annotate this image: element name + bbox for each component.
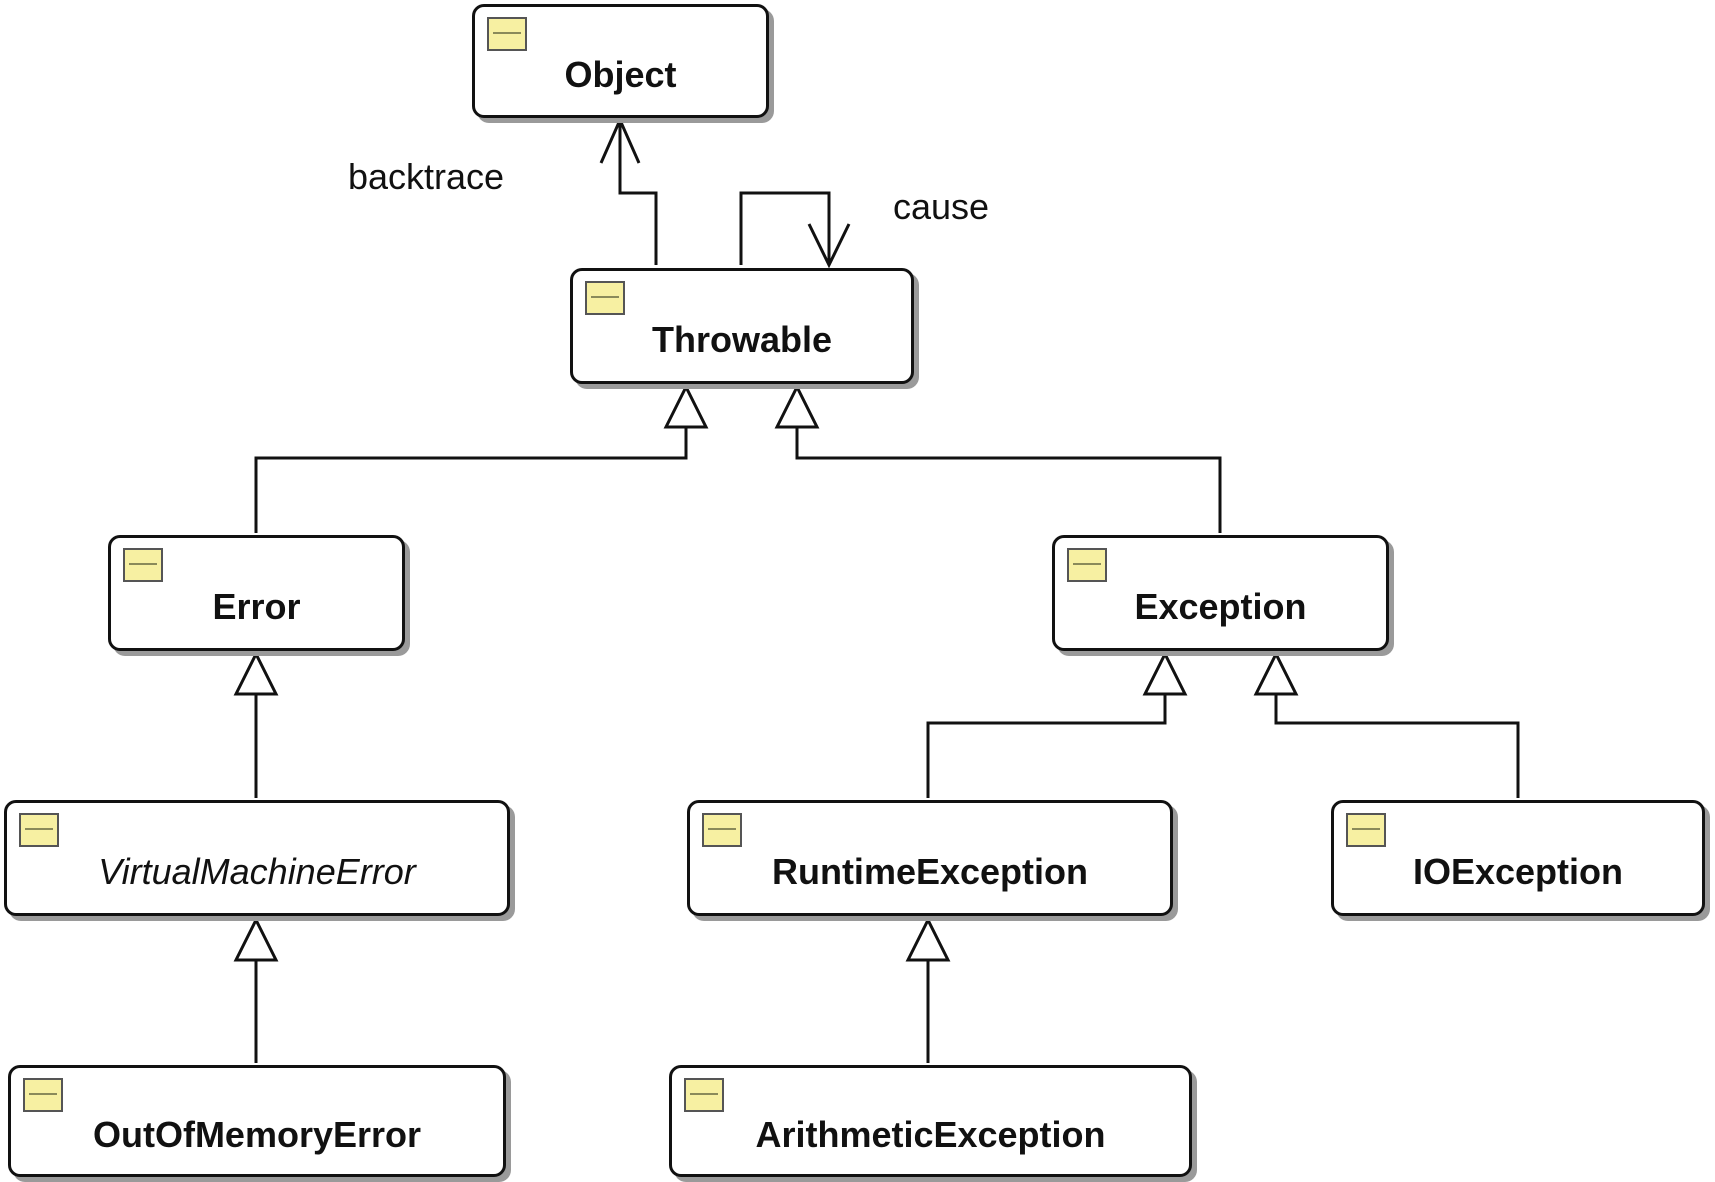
class-icon — [123, 548, 163, 582]
class-icon — [23, 1078, 63, 1112]
class-object[interactable]: Object — [472, 4, 769, 118]
class-icon — [585, 281, 625, 315]
class-name: Throwable — [651, 319, 833, 360]
cause-arrowhead — [807, 223, 851, 269]
class-name: IOException — [1412, 851, 1624, 892]
class-name: RuntimeException — [771, 851, 1089, 892]
io-exception-generalization-arrowhead — [1253, 650, 1299, 696]
class-throwable[interactable]: Throwable — [570, 268, 914, 384]
vm-error-generalization-arrowhead — [233, 650, 279, 696]
backtrace-association-line — [618, 120, 658, 265]
arithmetic-exception-generalization-arrowhead — [905, 916, 951, 962]
class-io-exception[interactable]: IOException — [1331, 800, 1705, 916]
class-virtual-machine-error[interactable]: VirtualMachineError — [4, 800, 510, 916]
class-icon — [1346, 813, 1386, 847]
backtrace-arrowhead — [599, 116, 641, 164]
class-icon — [684, 1078, 724, 1112]
error-generalization-arrowhead — [663, 383, 709, 429]
class-name: ArithmeticException — [755, 1114, 1106, 1155]
class-name: VirtualMachineError — [98, 851, 416, 892]
error-generalization-line — [254, 427, 688, 533]
class-icon — [702, 813, 742, 847]
class-icon — [1067, 548, 1107, 582]
class-name: Exception — [1134, 586, 1307, 627]
runtime-exception-generalization-arrowhead — [1142, 650, 1188, 696]
class-error[interactable]: Error — [108, 535, 405, 651]
class-name: OutOfMemoryError — [92, 1114, 422, 1155]
class-exception[interactable]: Exception — [1052, 535, 1389, 651]
runtime-exception-generalization-line — [926, 694, 1167, 798]
class-arithmetic-exception[interactable]: ArithmeticException — [669, 1065, 1192, 1177]
cause-role-label: cause — [893, 186, 990, 227]
class-icon — [19, 813, 59, 847]
exception-generalization-arrowhead — [774, 383, 820, 429]
oom-error-generalization-arrowhead — [233, 916, 279, 962]
class-name: Error — [212, 586, 301, 627]
backtrace-role-label: backtrace — [348, 156, 505, 197]
class-name: Object — [564, 54, 677, 95]
io-exception-generalization-line — [1274, 694, 1520, 798]
class-icon — [487, 17, 527, 51]
class-runtime-exception[interactable]: RuntimeException — [687, 800, 1173, 916]
class-out-of-memory-error[interactable]: OutOfMemoryError — [8, 1065, 506, 1177]
cause-association-line — [739, 191, 831, 265]
exception-generalization-line — [795, 427, 1222, 533]
